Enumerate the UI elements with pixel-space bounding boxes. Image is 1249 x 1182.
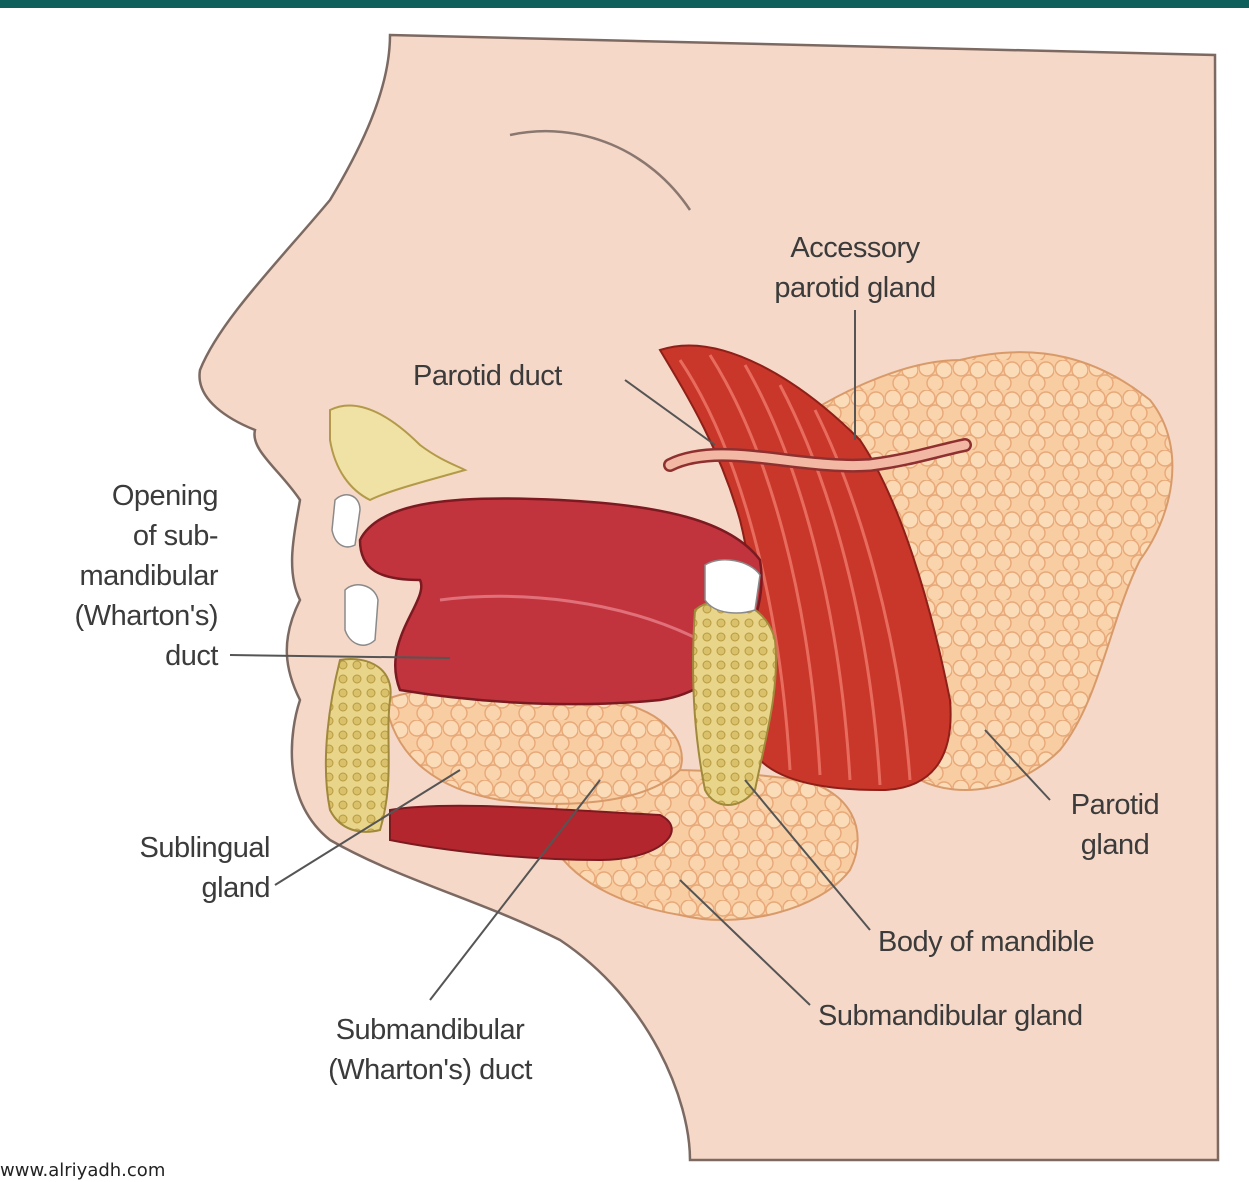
label-submandibular-duct: Submandibular (Wharton's) duct xyxy=(275,1010,585,1090)
upper-incisor xyxy=(332,495,360,547)
molar xyxy=(705,560,760,613)
label-line: of sub- xyxy=(0,516,218,556)
label-parotid-gland: Parotid gland xyxy=(1040,785,1190,865)
label-parotid-duct: Parotid duct xyxy=(413,356,562,396)
label-line: Accessory xyxy=(735,228,975,268)
label-accessory-parotid-gland: Accessory parotid gland xyxy=(735,228,975,308)
label-line: Parotid xyxy=(1040,785,1190,825)
label-line: gland xyxy=(1040,825,1190,865)
label-line: parotid gland xyxy=(735,268,975,308)
label-sublingual-gland: Sublingual gland xyxy=(60,828,270,908)
label-line: mandibular xyxy=(0,556,218,596)
label-line: gland xyxy=(60,868,270,908)
label-line: Opening xyxy=(0,476,218,516)
label-opening-of-submandibular-duct: Opening of sub- mandibular (Wharton's) d… xyxy=(0,476,218,676)
label-line: (Wharton's) duct xyxy=(275,1050,585,1090)
label-body-of-mandible: Body of mandible xyxy=(878,922,1094,962)
label-line: Sublingual xyxy=(60,828,270,868)
label-line: Submandibular xyxy=(275,1010,585,1050)
label-line: (Wharton's) xyxy=(0,596,218,636)
mandible-left xyxy=(326,659,391,832)
watermark: www.alriyadh.com xyxy=(0,1160,165,1181)
label-line: duct xyxy=(0,636,218,676)
lower-incisor xyxy=(345,585,378,645)
label-submandibular-gland: Submandibular gland xyxy=(818,996,1083,1036)
